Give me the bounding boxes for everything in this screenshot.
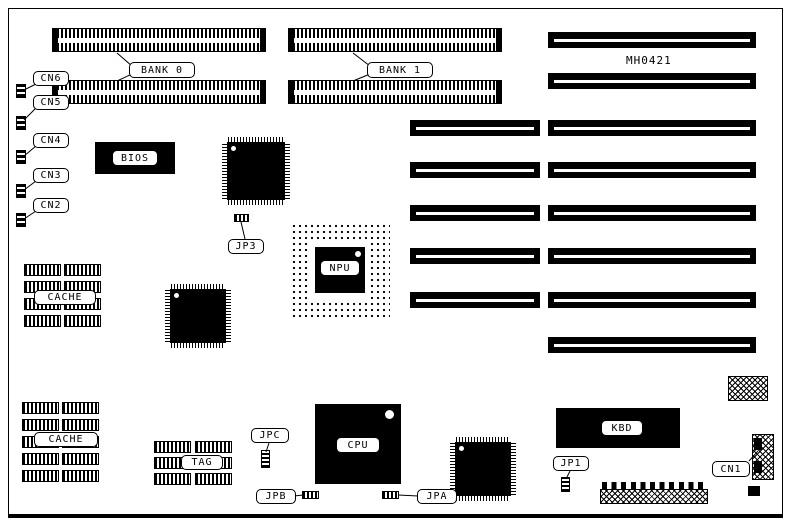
chip-pins xyxy=(222,143,227,199)
chipset-qfp-2 xyxy=(165,284,231,348)
chip-pins xyxy=(456,437,510,442)
isa-slot-1 xyxy=(548,32,756,48)
power-pins xyxy=(602,482,706,489)
jp3-label: JP3 xyxy=(228,239,264,254)
isa-slot-3-ext xyxy=(410,120,540,136)
simm-socket-bank0-1 xyxy=(52,28,266,52)
tag-chip xyxy=(195,441,232,453)
jpc-label: JPC xyxy=(251,428,289,443)
jpa-label: JPA xyxy=(417,489,457,504)
bios-label: BIOS xyxy=(112,150,158,166)
pin1-marker xyxy=(231,146,236,151)
cn4-label: CN4 xyxy=(33,133,69,148)
bank0-label: BANK 0 xyxy=(129,62,195,78)
cn6-label: CN6 xyxy=(33,71,69,86)
simm-socket-bank1-2 xyxy=(288,80,502,104)
cn4-connector xyxy=(16,150,26,164)
isa-slot-4-ext xyxy=(410,162,540,178)
chip-pins xyxy=(171,343,225,348)
pin1-marker xyxy=(459,446,464,451)
isa-slot-7-ext xyxy=(410,292,540,308)
pin1-marker xyxy=(174,293,179,298)
cn1-label: CN1 xyxy=(712,461,750,477)
cache-upper-label: CACHE xyxy=(34,290,96,305)
chipset-qfp-3 xyxy=(450,437,516,501)
pin1-marker xyxy=(355,251,361,257)
bank1-label: BANK 1 xyxy=(367,62,433,78)
cn6-connector xyxy=(16,84,26,98)
isa-slot-6 xyxy=(548,248,756,264)
chip-pins xyxy=(450,443,455,495)
part-number: MH0421 xyxy=(626,54,672,67)
board-outline xyxy=(8,8,783,518)
chip-pins xyxy=(511,443,516,495)
tag-chip xyxy=(154,473,191,485)
aux-connector xyxy=(728,376,768,401)
cn3-label: CN3 xyxy=(33,168,69,183)
tag-chip xyxy=(154,441,191,453)
cache-lower-label: CACHE xyxy=(34,432,98,447)
chip-pins xyxy=(228,200,284,205)
cache-chip xyxy=(22,453,59,465)
isa-slot-3 xyxy=(548,120,756,136)
isa-slot-5 xyxy=(548,205,756,221)
chip-pins xyxy=(228,137,284,142)
cache-chip xyxy=(62,453,99,465)
cache-chip xyxy=(24,315,61,327)
cache-chip xyxy=(62,470,99,482)
cache-chip xyxy=(62,402,99,414)
isa-slot-7 xyxy=(548,292,756,308)
cn2-label: CN2 xyxy=(33,198,69,213)
cache-chip xyxy=(62,419,99,431)
chip-die xyxy=(170,289,226,343)
cpu-label: CPU xyxy=(336,437,380,453)
isa-slot-4 xyxy=(548,162,756,178)
jp3-jumper xyxy=(234,214,249,222)
jpc-jumper xyxy=(261,450,270,468)
simm-socket-bank0-2 xyxy=(52,80,266,104)
cache-chip xyxy=(22,470,59,482)
cache-chip xyxy=(22,402,59,414)
chip-pins xyxy=(226,290,231,342)
cn5-label: CN5 xyxy=(33,95,69,110)
chip-pins xyxy=(165,290,170,342)
cn2-connector xyxy=(16,213,26,227)
jp1-jumper xyxy=(561,477,570,492)
isa-slot-8 xyxy=(548,337,756,353)
isa-slot-5-ext xyxy=(410,205,540,221)
isa-slot-6-ext xyxy=(410,248,540,264)
cn3-connector xyxy=(16,184,26,198)
chip-pins xyxy=(456,496,510,501)
isa-slot-2 xyxy=(548,73,756,89)
connector-pin xyxy=(754,438,762,450)
jpb-label: JPB xyxy=(256,489,296,504)
cache-chip xyxy=(24,264,61,276)
power-body xyxy=(600,489,708,504)
simm-socket-bank1-1 xyxy=(288,28,502,52)
npu-label: NPU xyxy=(320,260,360,276)
connector-pin xyxy=(754,461,762,473)
chipset-qfp-1 xyxy=(222,137,290,205)
chip-pins xyxy=(171,284,225,289)
chip-pins xyxy=(285,143,290,199)
cn5-connector xyxy=(16,116,26,130)
kbd-label: KBD xyxy=(601,420,643,436)
connector-block xyxy=(748,486,760,496)
cache-chip xyxy=(22,419,59,431)
cache-chip xyxy=(64,315,101,327)
chip-die xyxy=(227,142,285,200)
cache-chip xyxy=(64,264,101,276)
power-connector xyxy=(600,482,708,504)
jp1-label: JP1 xyxy=(553,456,589,471)
tag-label: TAG xyxy=(181,455,223,470)
tag-chip xyxy=(195,473,232,485)
chip-die xyxy=(455,442,511,496)
pin1-marker xyxy=(385,410,394,419)
